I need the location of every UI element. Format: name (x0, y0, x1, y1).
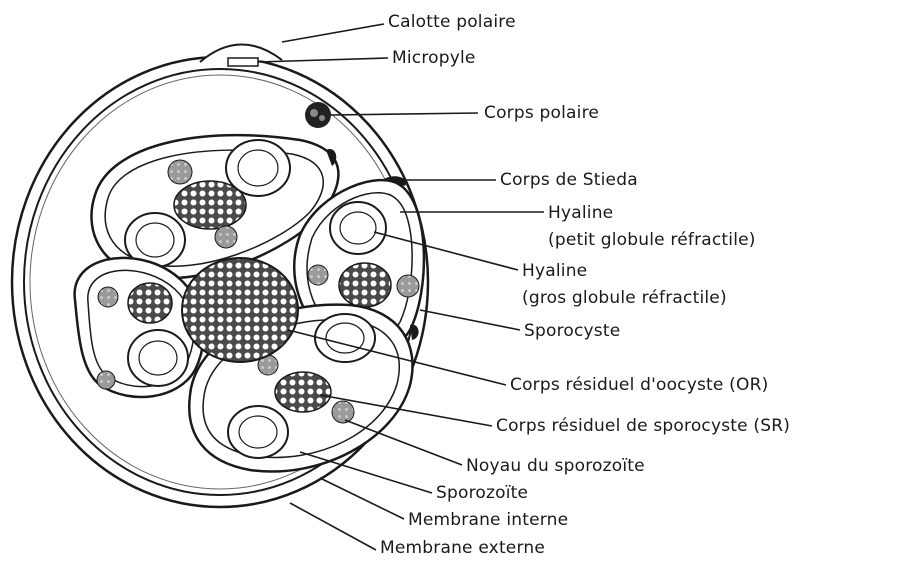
micropyle-shape (228, 58, 258, 66)
label-noyau-sporozoite: Noyau du sporozoïte (466, 456, 645, 476)
label-hyaline-petit-desc: (petit globule réfractile) (548, 230, 756, 250)
label-calotte-polaire: Calotte polaire (388, 12, 516, 32)
label-membrane-externe: Membrane externe (380, 538, 545, 558)
corps-residuel-oocyste-shape (182, 258, 298, 362)
label-hyaline-petit: Hyaline (548, 203, 613, 223)
corps-polaire-shape (305, 102, 331, 128)
label-hyaline-gros: Hyaline (522, 261, 587, 281)
label-corps-de-stieda: Corps de Stieda (500, 170, 638, 190)
label-micropyle: Micropyle (392, 48, 476, 68)
label-corps-polaire: Corps polaire (484, 103, 599, 123)
label-sporocyste: Sporocyste (524, 321, 620, 341)
label-corps-residuel-sporocyste: Corps résiduel de sporocyste (SR) (496, 416, 790, 436)
label-membrane-interne: Membrane interne (408, 510, 568, 530)
label-sporozoite: Sporozoïte (436, 483, 528, 503)
label-hyaline-gros-desc: (gros globule réfractile) (522, 288, 727, 308)
label-corps-residuel-oocyste: Corps résiduel d'oocyste (OR) (510, 375, 768, 395)
